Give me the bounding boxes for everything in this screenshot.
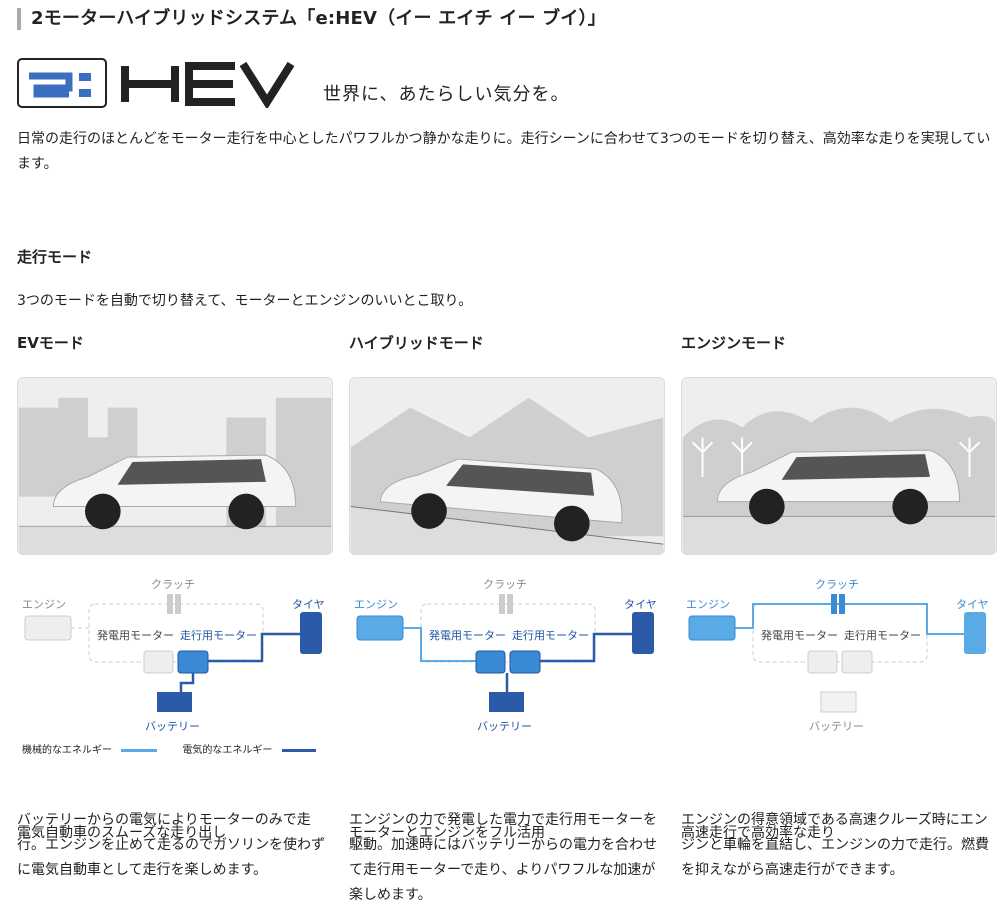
tire-label: タイヤ <box>624 598 657 611</box>
electrical-swatch <box>281 748 316 752</box>
page-heading: 2モーターハイブリッドシステム「e:HEV（イー エイチ イー ブイ）」 <box>17 8 606 30</box>
battery-label: バッテリー <box>477 720 532 733</box>
battery-label: バッテリー <box>809 720 864 733</box>
drive-motor-label: 走行用モーター <box>512 629 589 642</box>
mode-title: エンジンモード <box>681 334 787 352</box>
tire-label: タイヤ <box>292 598 325 611</box>
engine-label: エンジン <box>686 598 730 611</box>
mode-engine: エンジンモード エンジン クラッチ 発電用モーター 走行用モーター タイヤ バッ… <box>681 330 997 878</box>
mode-ev: EVモード エンジン クラッチ 発電用モーター 走行用モーター タイヤ バッテリ… <box>17 330 333 878</box>
drive-motor-label: 走行用モーター <box>844 629 921 642</box>
drive-motor-label: 走行用モーター <box>180 629 257 642</box>
engine-diagram: エンジン クラッチ 発電用モーター 走行用モーター タイヤ バッテリー <box>681 574 997 759</box>
clutch-label: クラッチ <box>151 578 195 591</box>
lead-text: 3つのモードを自動で切り替えて、モーターとエンジンのいいとこ取り。 <box>17 293 473 309</box>
mode-caption: 高速走行で高効率な走り <box>681 825 835 841</box>
mode-body: エンジンの得意領域である高速クルーズ時にエンジンと車輪を直結し、エンジンの力で走… <box>681 812 989 878</box>
gen-motor-label: 発電用モーター <box>97 629 174 642</box>
mode-caption: 電気自動車のスムーズな走り出し <box>17 825 227 841</box>
clutch-label: クラッチ <box>483 578 527 591</box>
section-title: 走行モード <box>17 248 93 266</box>
battery-label: バッテリー <box>145 720 200 733</box>
mode-title: EVモード <box>17 334 84 352</box>
mode-body: バッテリーからの電気によりモーターのみで走行。エンジンを止めて走るのでガソリンを… <box>17 812 325 878</box>
tagline: 世界に、あたらしい気分を。 <box>323 84 570 105</box>
ehev-logo <box>17 58 295 108</box>
engine-label: エンジン <box>354 598 398 611</box>
mechanical-swatch <box>121 748 158 752</box>
engine-scene-image <box>681 377 997 555</box>
legend-mechanical: 機械的なエネルギー <box>22 745 112 756</box>
mode-hybrid: ハイブリッドモード エンジン クラッチ 発電用モーター 走行用モーター タイヤ … <box>349 330 665 903</box>
ev-scene-image <box>17 377 333 555</box>
gen-motor-label: 発電用モーター <box>761 629 838 642</box>
tire-label: タイヤ <box>956 598 989 611</box>
hybrid-scene-image <box>349 377 665 555</box>
gen-motor-label: 発電用モーター <box>429 629 506 642</box>
engine-label: エンジン <box>22 598 66 611</box>
hybrid-diagram: エンジン クラッチ 発電用モーター 走行用モーター タイヤ バッテリー <box>349 574 665 759</box>
energy-legend: 機械的なエネルギー 電気的なエネルギー <box>22 741 332 756</box>
mode-body: エンジンの力で発電した電力で走行用モーターを駆動。加速時にはバッテリーからの電力… <box>349 812 657 903</box>
legend-electrical: 電気的なエネルギー <box>182 745 273 756</box>
mode-title: ハイブリッドモード <box>349 334 484 352</box>
intro-text: 日常の走行のほとんどをモーター走行を中心としたパワフルかつ静かな走りに。走行シー… <box>17 131 991 172</box>
mode-caption: モーターとエンジンをフル活用 <box>349 825 545 841</box>
clutch-label: クラッチ <box>815 578 859 591</box>
ev-diagram: エンジン クラッチ 発電用モーター 走行用モーター タイヤ バッテリー <box>17 574 333 759</box>
